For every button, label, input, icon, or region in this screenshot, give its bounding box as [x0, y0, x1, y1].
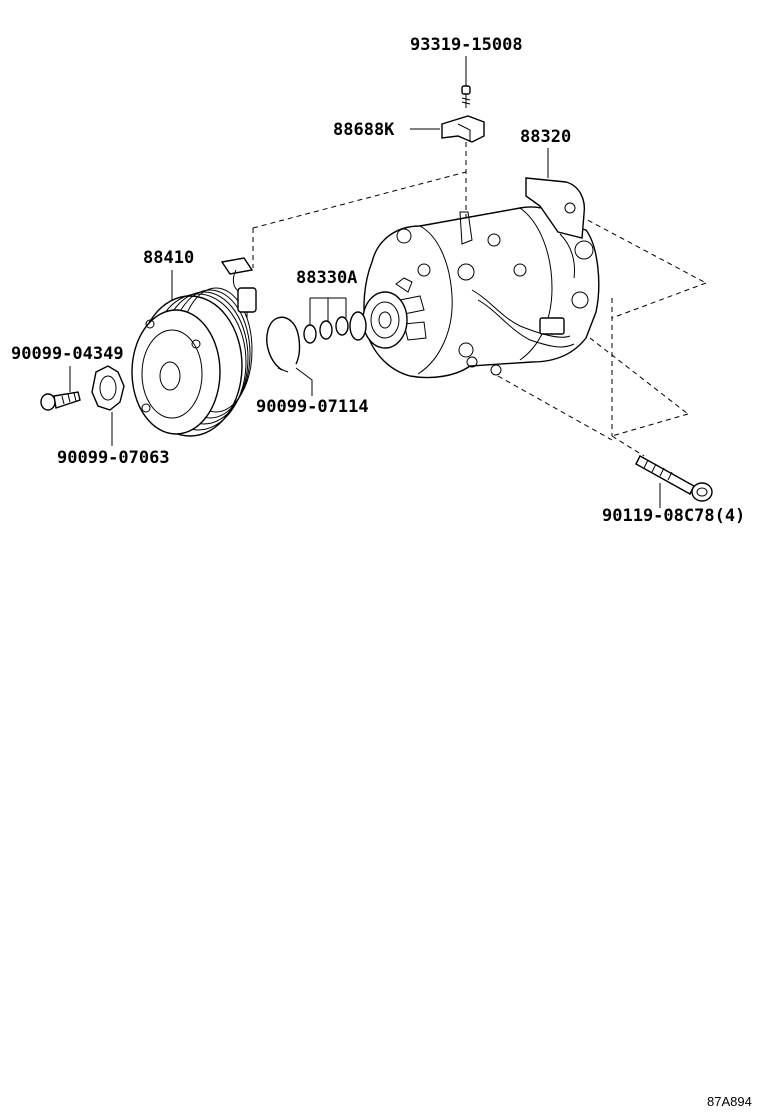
label-88410[interactable]: 88410	[143, 248, 194, 268]
leader-lines	[69, 56, 661, 508]
label-90099-07063[interactable]: 90099-07063	[57, 448, 170, 468]
label-88688k[interactable]: 88688K	[333, 120, 395, 140]
label-90099-04349[interactable]: 90099-04349	[11, 344, 124, 364]
wire-connector-icon[interactable]	[220, 257, 257, 318]
clutch-pulley-icon[interactable]	[131, 287, 253, 437]
gasket-icon[interactable]	[91, 365, 125, 411]
label-90119-08c78[interactable]: 90119-08C78(4)	[602, 506, 745, 526]
bolt-icon[interactable]	[40, 391, 81, 411]
label-88320[interactable]: 88320	[520, 127, 571, 147]
mounting-bolt-icon[interactable]	[635, 455, 713, 502]
compressor-body-icon[interactable]	[363, 177, 600, 379]
shim-washers-icon[interactable]	[303, 316, 349, 344]
screw-icon[interactable]	[461, 85, 471, 108]
alignment-dash-lines	[252, 142, 707, 457]
compressor-shaft-icon[interactable]	[349, 291, 408, 349]
label-88330a[interactable]: 88330A	[296, 268, 357, 288]
snap-ring-icon[interactable]	[266, 316, 301, 373]
bracket-icon[interactable]	[441, 115, 485, 143]
diagram-reference: 87A894	[707, 1094, 752, 1109]
label-93319-15008[interactable]: 93319-15008	[410, 35, 523, 55]
label-90099-07114[interactable]: 90099-07114	[256, 397, 369, 417]
